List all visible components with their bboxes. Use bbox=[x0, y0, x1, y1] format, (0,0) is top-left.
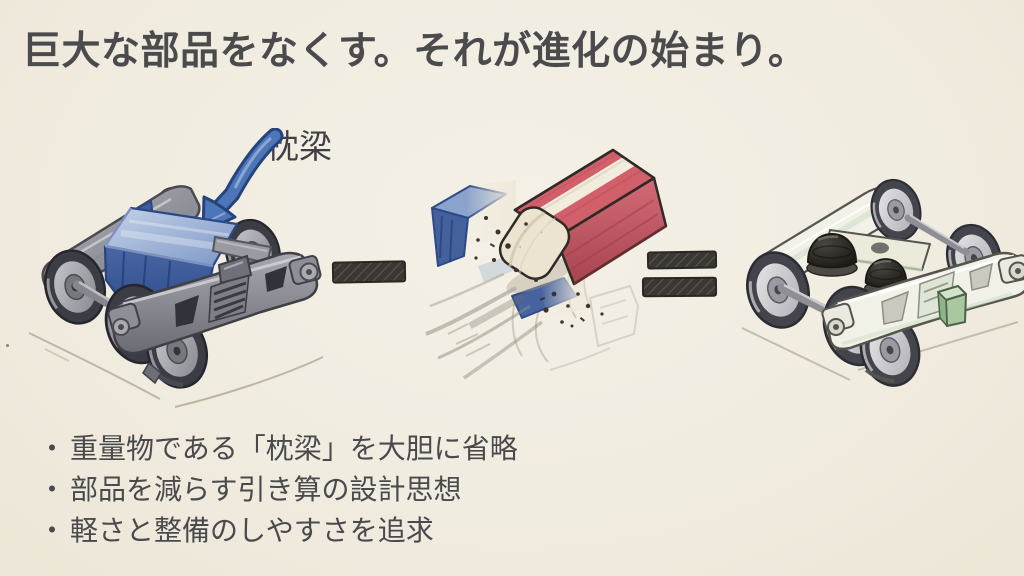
slide-title: 巨大な部品をなくす。それが進化の始まり。 bbox=[22, 30, 808, 73]
bullet-marker: ・ bbox=[38, 474, 67, 505]
bullet-text: 重量物である「枕梁」を大胆に省略 bbox=[70, 433, 518, 464]
bogie-with-bolster-illustration bbox=[28, 182, 324, 408]
bullet-list: ・ 重量物である「枕梁」を大胆に省略 ・ 部品を減らす引き算の設計思想 ・ 軽さ… bbox=[38, 428, 518, 551]
bolster-fragment bbox=[431, 180, 516, 267]
equals-operator-icon bbox=[641, 250, 718, 298]
wheel bbox=[863, 173, 929, 247]
eraser-illustration bbox=[425, 148, 668, 380]
green-pivot-block bbox=[937, 285, 967, 327]
rear-axle bbox=[904, 214, 970, 256]
bolsterless-bogie-illustration bbox=[737, 173, 1024, 394]
bullet-item: ・ 部品を減らす引き算の設計思想 bbox=[38, 469, 518, 510]
bullet-item: ・ 重量物である「枕梁」を大胆に省略 bbox=[38, 428, 518, 469]
front-side-frame bbox=[821, 251, 1024, 351]
journal-box bbox=[288, 255, 322, 285]
bullet-text: 部品を減らす引き算の設計思想 bbox=[70, 474, 462, 505]
coil-spring bbox=[208, 254, 253, 324]
smudge-streaks bbox=[425, 272, 544, 380]
bullet-marker: ・ bbox=[38, 515, 67, 546]
eraser-debris bbox=[474, 210, 604, 328]
journal-box bbox=[821, 302, 855, 336]
eraser bbox=[498, 148, 668, 286]
bullet-marker: ・ bbox=[38, 433, 67, 464]
bullet-text: 軽さと整備のしやすさを追求 bbox=[70, 515, 434, 546]
bullet-item: ・ 軽さと整備のしやすさを追求 bbox=[38, 510, 518, 551]
brake-shoe bbox=[864, 368, 895, 383]
ground-lines bbox=[28, 332, 324, 408]
journal-box bbox=[107, 302, 141, 336]
arrow-shaft bbox=[211, 128, 284, 216]
front-side-frame bbox=[107, 251, 322, 355]
bolster-arrow-icon bbox=[201, 128, 284, 234]
minus-operator-icon bbox=[331, 260, 407, 284]
paper-speck bbox=[6, 344, 9, 347]
rubber-spring bbox=[806, 232, 858, 277]
journal-box bbox=[997, 254, 1024, 284]
brake-shoe bbox=[142, 361, 184, 388]
